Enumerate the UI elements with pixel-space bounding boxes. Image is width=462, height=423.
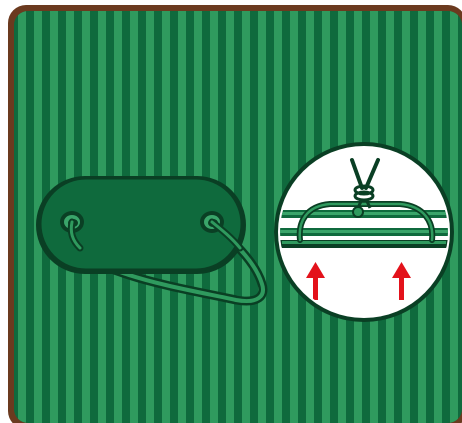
board-stripe	[18, 11, 26, 423]
board-stripe	[242, 11, 250, 423]
board-stripe	[258, 11, 266, 423]
up-arrow-icon-right	[392, 262, 411, 300]
detail-inset	[274, 142, 454, 322]
twist-knot	[350, 158, 380, 218]
up-arrow-icon-left	[306, 262, 325, 300]
board-stripe	[450, 11, 458, 423]
oval-plate-group	[36, 176, 268, 306]
